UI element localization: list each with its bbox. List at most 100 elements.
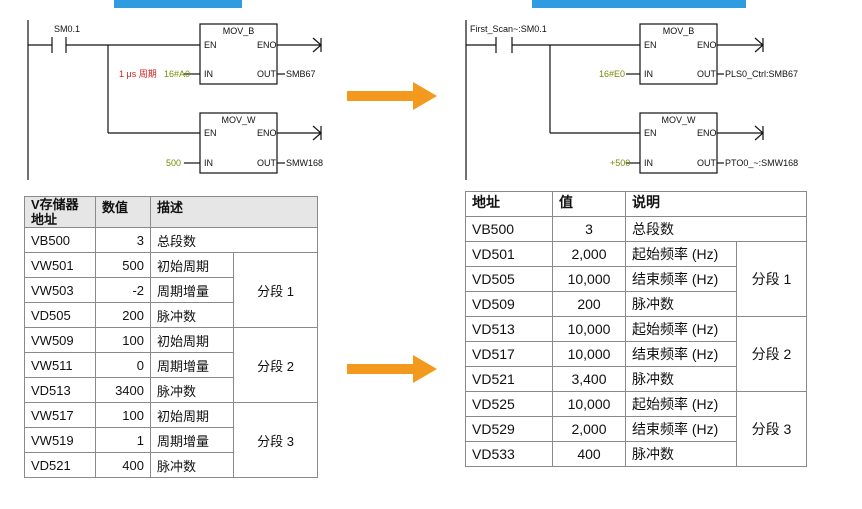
cell-addr: VD521 (24, 452, 96, 478)
cell-desc: 总段数 (625, 216, 807, 242)
table-header-desc: 说明 (625, 191, 807, 217)
table-row: VD513 10,000 起始频率 (Hz) 分段 2 (465, 316, 807, 392)
cell-val: 500 (95, 252, 151, 278)
table-row: VW511 0 周期增量 (24, 352, 318, 378)
table-row: VD529 2,000 结束频率 (Hz) (465, 416, 807, 442)
cell-val: 10,000 (552, 391, 626, 417)
cell-addr: VW511 (24, 352, 96, 378)
table-row: VD521 400 脉冲数 (24, 452, 318, 478)
cell-addr: VW517 (24, 402, 96, 428)
cell-val: 200 (95, 302, 151, 328)
table-row: VW519 1 周期增量 (24, 427, 318, 453)
cell-desc: 脉冲数 (625, 441, 737, 467)
table-header-row: V存储器 地址 数值 描述 (24, 196, 318, 228)
cell-addr: VD529 (465, 416, 553, 442)
table-header-addr: V存储器 地址 (24, 196, 96, 228)
left-movw-in: IN (204, 158, 213, 168)
table-row: VW503 -2 周期增量 (24, 277, 318, 303)
cell-desc: 周期增量 (150, 352, 234, 378)
cell-desc: 起始频率 (Hz) (625, 391, 737, 417)
cell-desc: 脉冲数 (150, 452, 234, 478)
left-ladder-lines (27, 20, 322, 180)
right-movb-title: MOV_B (662, 26, 695, 36)
table-row: VD501 2,000 起始频率 (Hz) 分段 1 (465, 241, 807, 317)
cell-val: -2 (95, 277, 151, 303)
table-header-val: 数值 (95, 196, 151, 228)
segment-label: 分段 1 (736, 241, 807, 317)
right-movw-in-value: +500 (610, 158, 631, 168)
right-movw-out: OUT (697, 158, 716, 168)
table-row: VD525 10,000 起始频率 (Hz) 分段 3 (465, 391, 807, 467)
right-movb-en: EN (644, 40, 657, 50)
right-movw-en: EN (644, 128, 657, 138)
table-row: VD517 10,000 结束频率 (Hz) (465, 341, 807, 367)
cell-addr: VD505 (24, 302, 96, 328)
left-contact-label: SM0.1 (54, 24, 81, 34)
cell-addr: VW509 (24, 327, 96, 353)
table-row: VD505 10,000 结束频率 (Hz) (465, 266, 807, 292)
cell-addr: VD505 (465, 266, 553, 292)
right-ladder-lines (465, 20, 764, 180)
right-movb-in: IN (644, 69, 653, 79)
table-row: VD521 3,400 脉冲数 (465, 366, 807, 392)
cell-val: 200 (552, 291, 626, 317)
right-movb-out-value: PLS0_Ctrl:SMB67 (725, 69, 799, 79)
cell-addr: VW503 (24, 277, 96, 303)
cell-addr: VD521 (465, 366, 553, 392)
cell-addr: VD533 (465, 441, 553, 467)
table-row: VW501 500 初始周期 分段 1 (24, 252, 318, 328)
right-movb-eno: ENO (697, 40, 717, 50)
cell-desc: 结束频率 (Hz) (625, 341, 737, 367)
left-movb-in-value: 16#A0 (164, 69, 191, 79)
segment-label: 分段 3 (233, 402, 318, 478)
cell-desc: 脉冲数 (625, 291, 737, 317)
cell-val: 1 (95, 427, 151, 453)
segment-label: 分段 1 (233, 252, 318, 328)
cell-val: 0 (95, 352, 151, 378)
left-memory-table: V存储器 地址 数值 描述 VB500 3 总段数 VW501 500 初始周期… (24, 196, 318, 478)
table-row: VB500 3 总段数 (24, 227, 318, 253)
cell-val: 400 (552, 441, 626, 467)
table-header-row: 地址 值 说明 (465, 191, 807, 217)
left-movb-eno: ENO (257, 40, 277, 50)
cell-val: 3 (95, 227, 151, 253)
left-movb-out-value: SMB67 (286, 69, 316, 79)
right-movw-title: MOV_W (661, 115, 696, 125)
segment-label: 分段 2 (233, 327, 318, 403)
cell-val: 3400 (95, 377, 151, 403)
cell-addr: VW519 (24, 427, 96, 453)
right-movw-in: IN (644, 158, 653, 168)
cell-desc: 脉冲数 (625, 366, 737, 392)
cell-addr: VW501 (24, 252, 96, 278)
table-header-addr: 地址 (465, 191, 553, 217)
right-header-bar (532, 0, 746, 8)
cell-val: 400 (95, 452, 151, 478)
cell-val: 3 (552, 216, 626, 242)
left-movw-in-value: 500 (166, 158, 182, 168)
left-movb-in-comment: 1 μs 周期 (119, 69, 157, 79)
table-row: VW509 100 初始周期 分段 2 (24, 327, 318, 403)
cell-desc: 起始频率 (Hz) (625, 241, 737, 267)
cell-addr: VD501 (465, 241, 553, 267)
cell-desc: 初始周期 (150, 252, 234, 278)
right-movb-out: OUT (697, 69, 716, 79)
cell-desc: 起始频率 (Hz) (625, 316, 737, 342)
right-movb-in-value: 16#E0 (599, 69, 626, 79)
cell-desc: 结束频率 (Hz) (625, 416, 737, 442)
right-contact-label: First_Scan~:SM0.1 (470, 24, 547, 34)
table-row: VB500 3 总段数 (465, 216, 807, 242)
cell-desc: 周期增量 (150, 277, 234, 303)
left-movb-title: MOV_B (222, 26, 255, 36)
cell-val: 2,000 (552, 416, 626, 442)
left-movw-eno: ENO (257, 128, 277, 138)
cell-val: 100 (95, 402, 151, 428)
left-movw-title: MOV_W (221, 115, 256, 125)
cell-desc: 脉冲数 (150, 302, 234, 328)
left-movw-en: EN (204, 128, 217, 138)
left-movb-en: EN (204, 40, 217, 50)
cell-val: 100 (95, 327, 151, 353)
segment-label: 分段 2 (736, 316, 807, 392)
cell-desc: 周期增量 (150, 427, 234, 453)
cell-val: 10,000 (552, 316, 626, 342)
cell-addr: VD513 (24, 377, 96, 403)
